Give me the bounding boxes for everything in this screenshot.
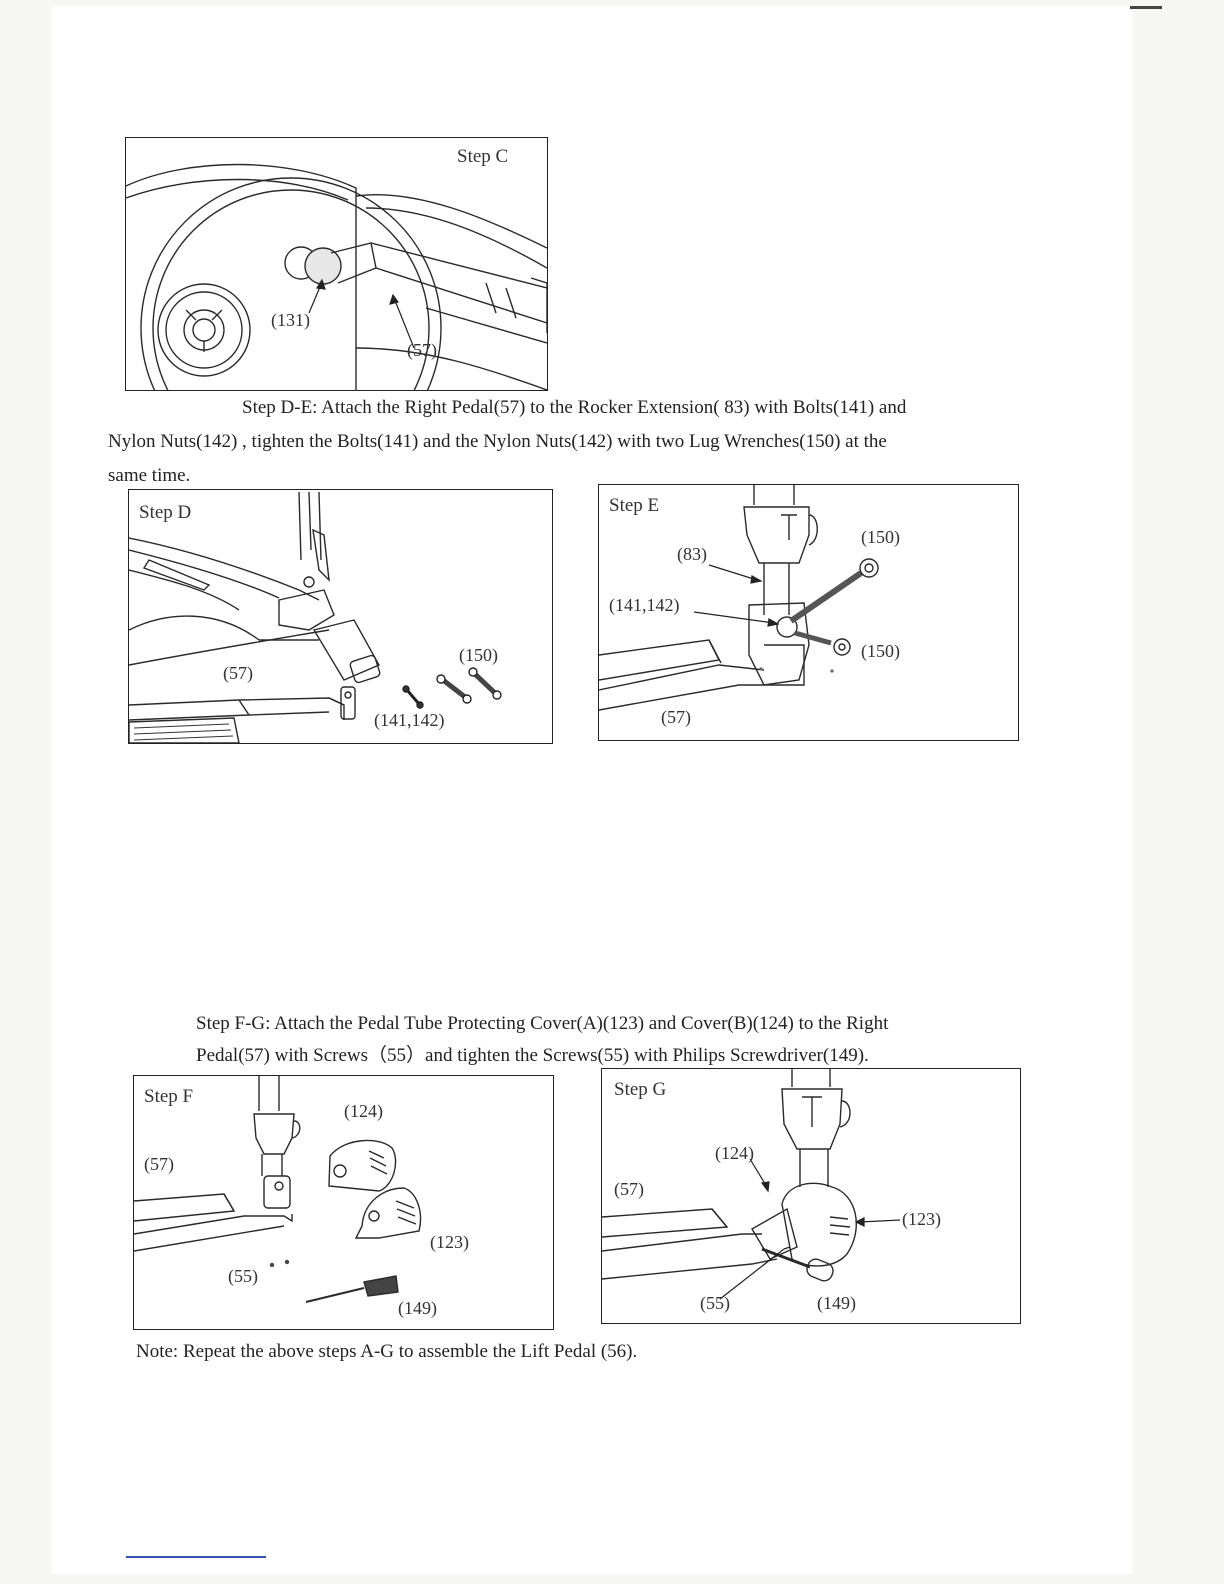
step-d-label: Step D — [137, 502, 194, 524]
step-f-panel: Step F (124) (57) (123) (55) (149) — [133, 1075, 554, 1330]
step-e-label: Step E — [607, 495, 662, 517]
scan-edge-mark — [1130, 6, 1162, 9]
callout-149: (149) — [817, 1293, 856, 1313]
step-g-illustration — [602, 1069, 901, 1300]
step-de-instruction-line1: Step D-E: Attach the Right Pedal(57) to … — [242, 397, 907, 418]
note-text: Note: Repeat the above steps A-G to asse… — [136, 1341, 638, 1362]
callout-55: (55) — [700, 1293, 730, 1313]
step-g-label: Step G — [612, 1079, 669, 1101]
callout-83: (83) — [677, 544, 707, 564]
step-d-illustration — [129, 491, 502, 743]
step-f-label: Step F — [142, 1086, 196, 1108]
callout-57: (57) — [661, 707, 691, 727]
step-e-panel: Step E (83) (150) (141,142) (150) (57) — [598, 484, 1019, 741]
callout-149: (149) — [398, 1298, 437, 1318]
callout-124: (124) — [344, 1101, 383, 1121]
callout-150: (150) — [459, 645, 498, 665]
callout-57: (57) — [144, 1154, 174, 1174]
callout-150-lower: (150) — [861, 641, 900, 661]
callout-141-142: (141,142) — [609, 595, 680, 615]
callout-57: (57) — [407, 340, 437, 360]
callout-124: (124) — [715, 1143, 754, 1163]
footer-rule — [126, 1556, 266, 1558]
callout-141-142: (141,142) — [374, 710, 445, 730]
callout-131: (131) — [271, 310, 310, 330]
step-de-instruction-line2: Nylon Nuts(142) , tighten the Bolts(141)… — [108, 431, 887, 452]
step-c-illustration — [126, 163, 547, 390]
step-g-panel: Step G (124) (57) (123) (55) (149) — [601, 1068, 1021, 1324]
step-fg-instruction-line1: Step F-G: Attach the Pedal Tube Protecti… — [196, 1013, 889, 1034]
callout-55: (55) — [228, 1266, 258, 1286]
callout-57: (57) — [223, 663, 253, 683]
callout-123: (123) — [902, 1209, 941, 1229]
step-f-illustration — [134, 1076, 422, 1303]
step-fg-instruction-line2: Pedal(57) with Screws（55）and tighten the… — [196, 1045, 869, 1066]
step-de-instruction-line3: same time. — [108, 465, 191, 486]
step-d-panel: Step D (57) (150) (141,142) — [128, 489, 553, 744]
callout-150-upper: (150) — [861, 527, 900, 547]
step-c-label: Step C — [455, 146, 511, 168]
callout-123: (123) — [430, 1232, 469, 1252]
step-c-panel: Step C (131) (57) — [125, 137, 548, 391]
callout-57: (57) — [614, 1179, 644, 1199]
step-e-illustration — [599, 485, 879, 711]
